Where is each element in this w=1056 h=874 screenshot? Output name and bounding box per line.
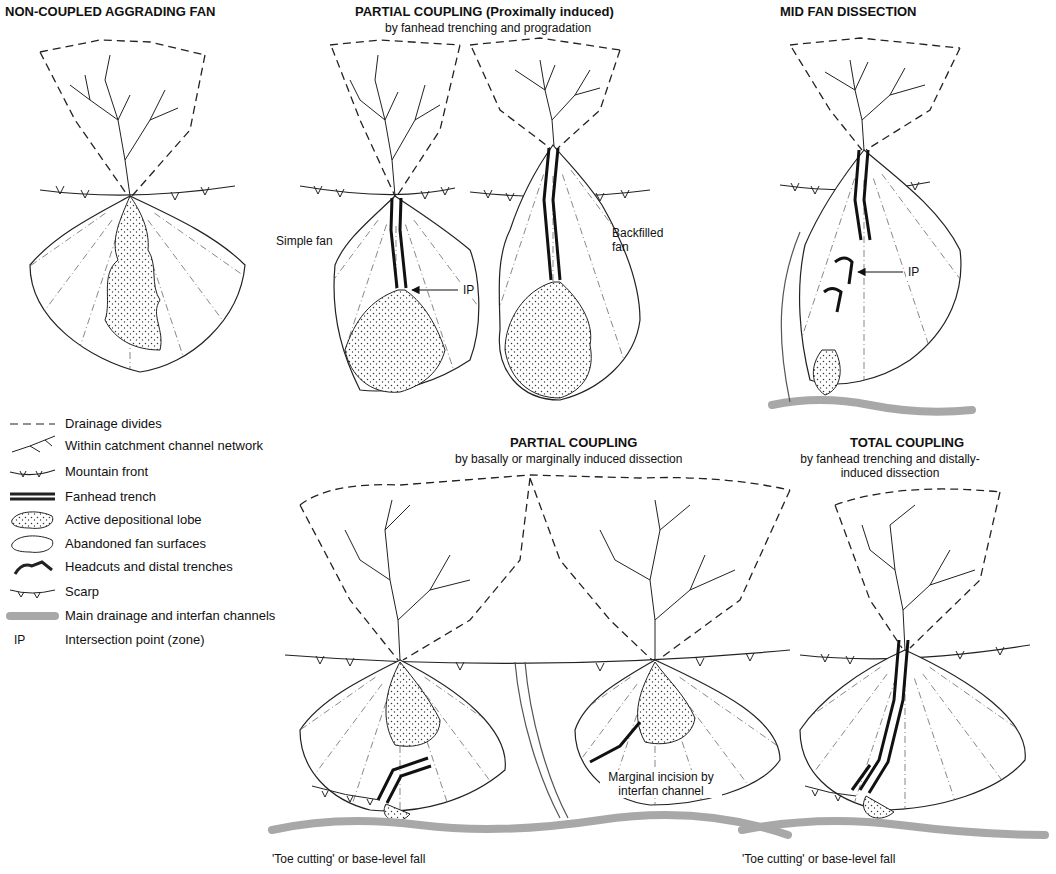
fan-surface-line (618, 167, 839, 322)
mountain-front-tick (596, 663, 604, 671)
mountain-front-tick (506, 193, 514, 201)
legend-text: Within catchment channel network (65, 438, 263, 453)
legend-text: Main drainage and interfan channels (65, 608, 275, 623)
abandoned-fan-surface (800, 150, 961, 384)
fan-surface-line (905, 680, 906, 874)
mountain-front-tick (316, 656, 324, 664)
fan-surface-line (882, 174, 1043, 391)
mountain-front-tick (421, 191, 429, 199)
annotation: Marginal incision by interfan channel (600, 770, 722, 798)
legend-text: Fanhead trench (65, 489, 156, 504)
scarp-tick (367, 799, 373, 805)
fan-surface-line (221, 684, 382, 874)
scarp-tick (322, 791, 328, 797)
panel-title: MID FAN DISSECTION (780, 5, 917, 19)
mountain-front-tick (346, 658, 354, 666)
abandoned-fan-surface (499, 145, 640, 400)
panel-title: PARTIAL COUPLING (510, 436, 637, 450)
mountain-front-tick (56, 186, 64, 194)
mountain-front-tick (171, 192, 179, 200)
abandoned-fan-surface (800, 650, 1025, 810)
mountain-front-tick (484, 190, 492, 198)
annotation: IP (461, 283, 476, 297)
fan-surface-line (889, 167, 1056, 322)
fan-surface-line (864, 180, 865, 450)
fan-surface-line (306, 688, 391, 874)
legend-text: Scarp (65, 584, 99, 599)
legend-text: Active depositional lobe (65, 512, 202, 527)
annotation: by fanhead trenching and distally-induce… (790, 452, 990, 480)
mountain-front-tick (456, 662, 464, 670)
fan-surface-line (873, 178, 958, 434)
fan-surface-line (154, 677, 375, 832)
fan-surface-line (914, 678, 999, 874)
mountain-front-tick (956, 651, 964, 659)
fan-surface-line (307, 163, 528, 318)
active-depositional-lobe (345, 290, 445, 392)
scarp-tick (812, 790, 818, 796)
fan-surface-line (571, 170, 732, 387)
annotation: by basally or marginally induced dissect… (455, 452, 682, 466)
legend-text: Headcuts and distal trenches (65, 559, 233, 574)
mountain-front-tick (621, 190, 629, 198)
mountain-front-tick (911, 182, 919, 190)
fan-surface-line (930, 667, 1056, 822)
scarp-tick (835, 795, 841, 801)
fan-surface-line (0, 220, 112, 437)
scarp-tick (347, 796, 353, 802)
active-depositional-lobe (813, 350, 840, 395)
active-depositional-lobe (638, 662, 695, 744)
legend-text: Mountain front (65, 464, 148, 479)
active-depositional-lobe (505, 282, 591, 398)
mountain-front-tick (441, 187, 449, 195)
fan-surface-line (148, 220, 309, 437)
mountain-front-tick (811, 186, 819, 194)
mountain-front-tick (821, 654, 829, 662)
mountain-front-tick (846, 656, 854, 664)
panel-title: NON-COUPLED AGGRADING FAN (5, 5, 215, 19)
annotation: IP (14, 633, 25, 647)
annotation: Backfilled fan (612, 226, 668, 254)
fan-surface-line (659, 667, 880, 822)
fan-surface-line (726, 674, 887, 874)
panel-title: TOTAL COUPLING (850, 436, 964, 450)
annotation: 'Toe cutting' or base-level fall (272, 852, 425, 866)
fan-surface-line (923, 674, 1056, 874)
active-depositional-lobe (384, 662, 440, 821)
legend-text: Drainage divides (65, 416, 162, 431)
annotation: IP (906, 265, 921, 279)
mountain-front-tick (996, 647, 1004, 655)
fan-surface-line (150, 213, 371, 368)
annotation: Simple fan (276, 234, 333, 248)
mountain-front-tick (336, 189, 344, 197)
abandoned-fan-surface (575, 660, 780, 805)
annotation: 'Toe cutting' or base-level fall (742, 852, 895, 866)
mountain-front-tick (81, 190, 89, 198)
legend-text: Abandoned fan surfaces (65, 536, 206, 551)
fan-surface-line (418, 684, 579, 874)
mountain-front-tick (201, 187, 209, 195)
fan-surface-line (811, 678, 896, 874)
active-depositional-lobe (863, 796, 894, 818)
annotation: by fanhead trenching and progradation (385, 21, 591, 35)
mountain-front-tick (696, 658, 704, 666)
fan-surface-line (0, 213, 105, 368)
panel-title: PARTIAL COUPLING (Proximally induced) (355, 5, 614, 19)
mountain-front-tick (791, 183, 799, 191)
fan-surface-line (578, 163, 799, 318)
active-depositional-lobe (105, 196, 161, 350)
abandoned-fan-surface (30, 196, 245, 372)
mountain-front-tick (746, 653, 754, 661)
mountain-front-tick (314, 186, 322, 194)
legend-text: Intersection point (zone) (65, 632, 204, 647)
